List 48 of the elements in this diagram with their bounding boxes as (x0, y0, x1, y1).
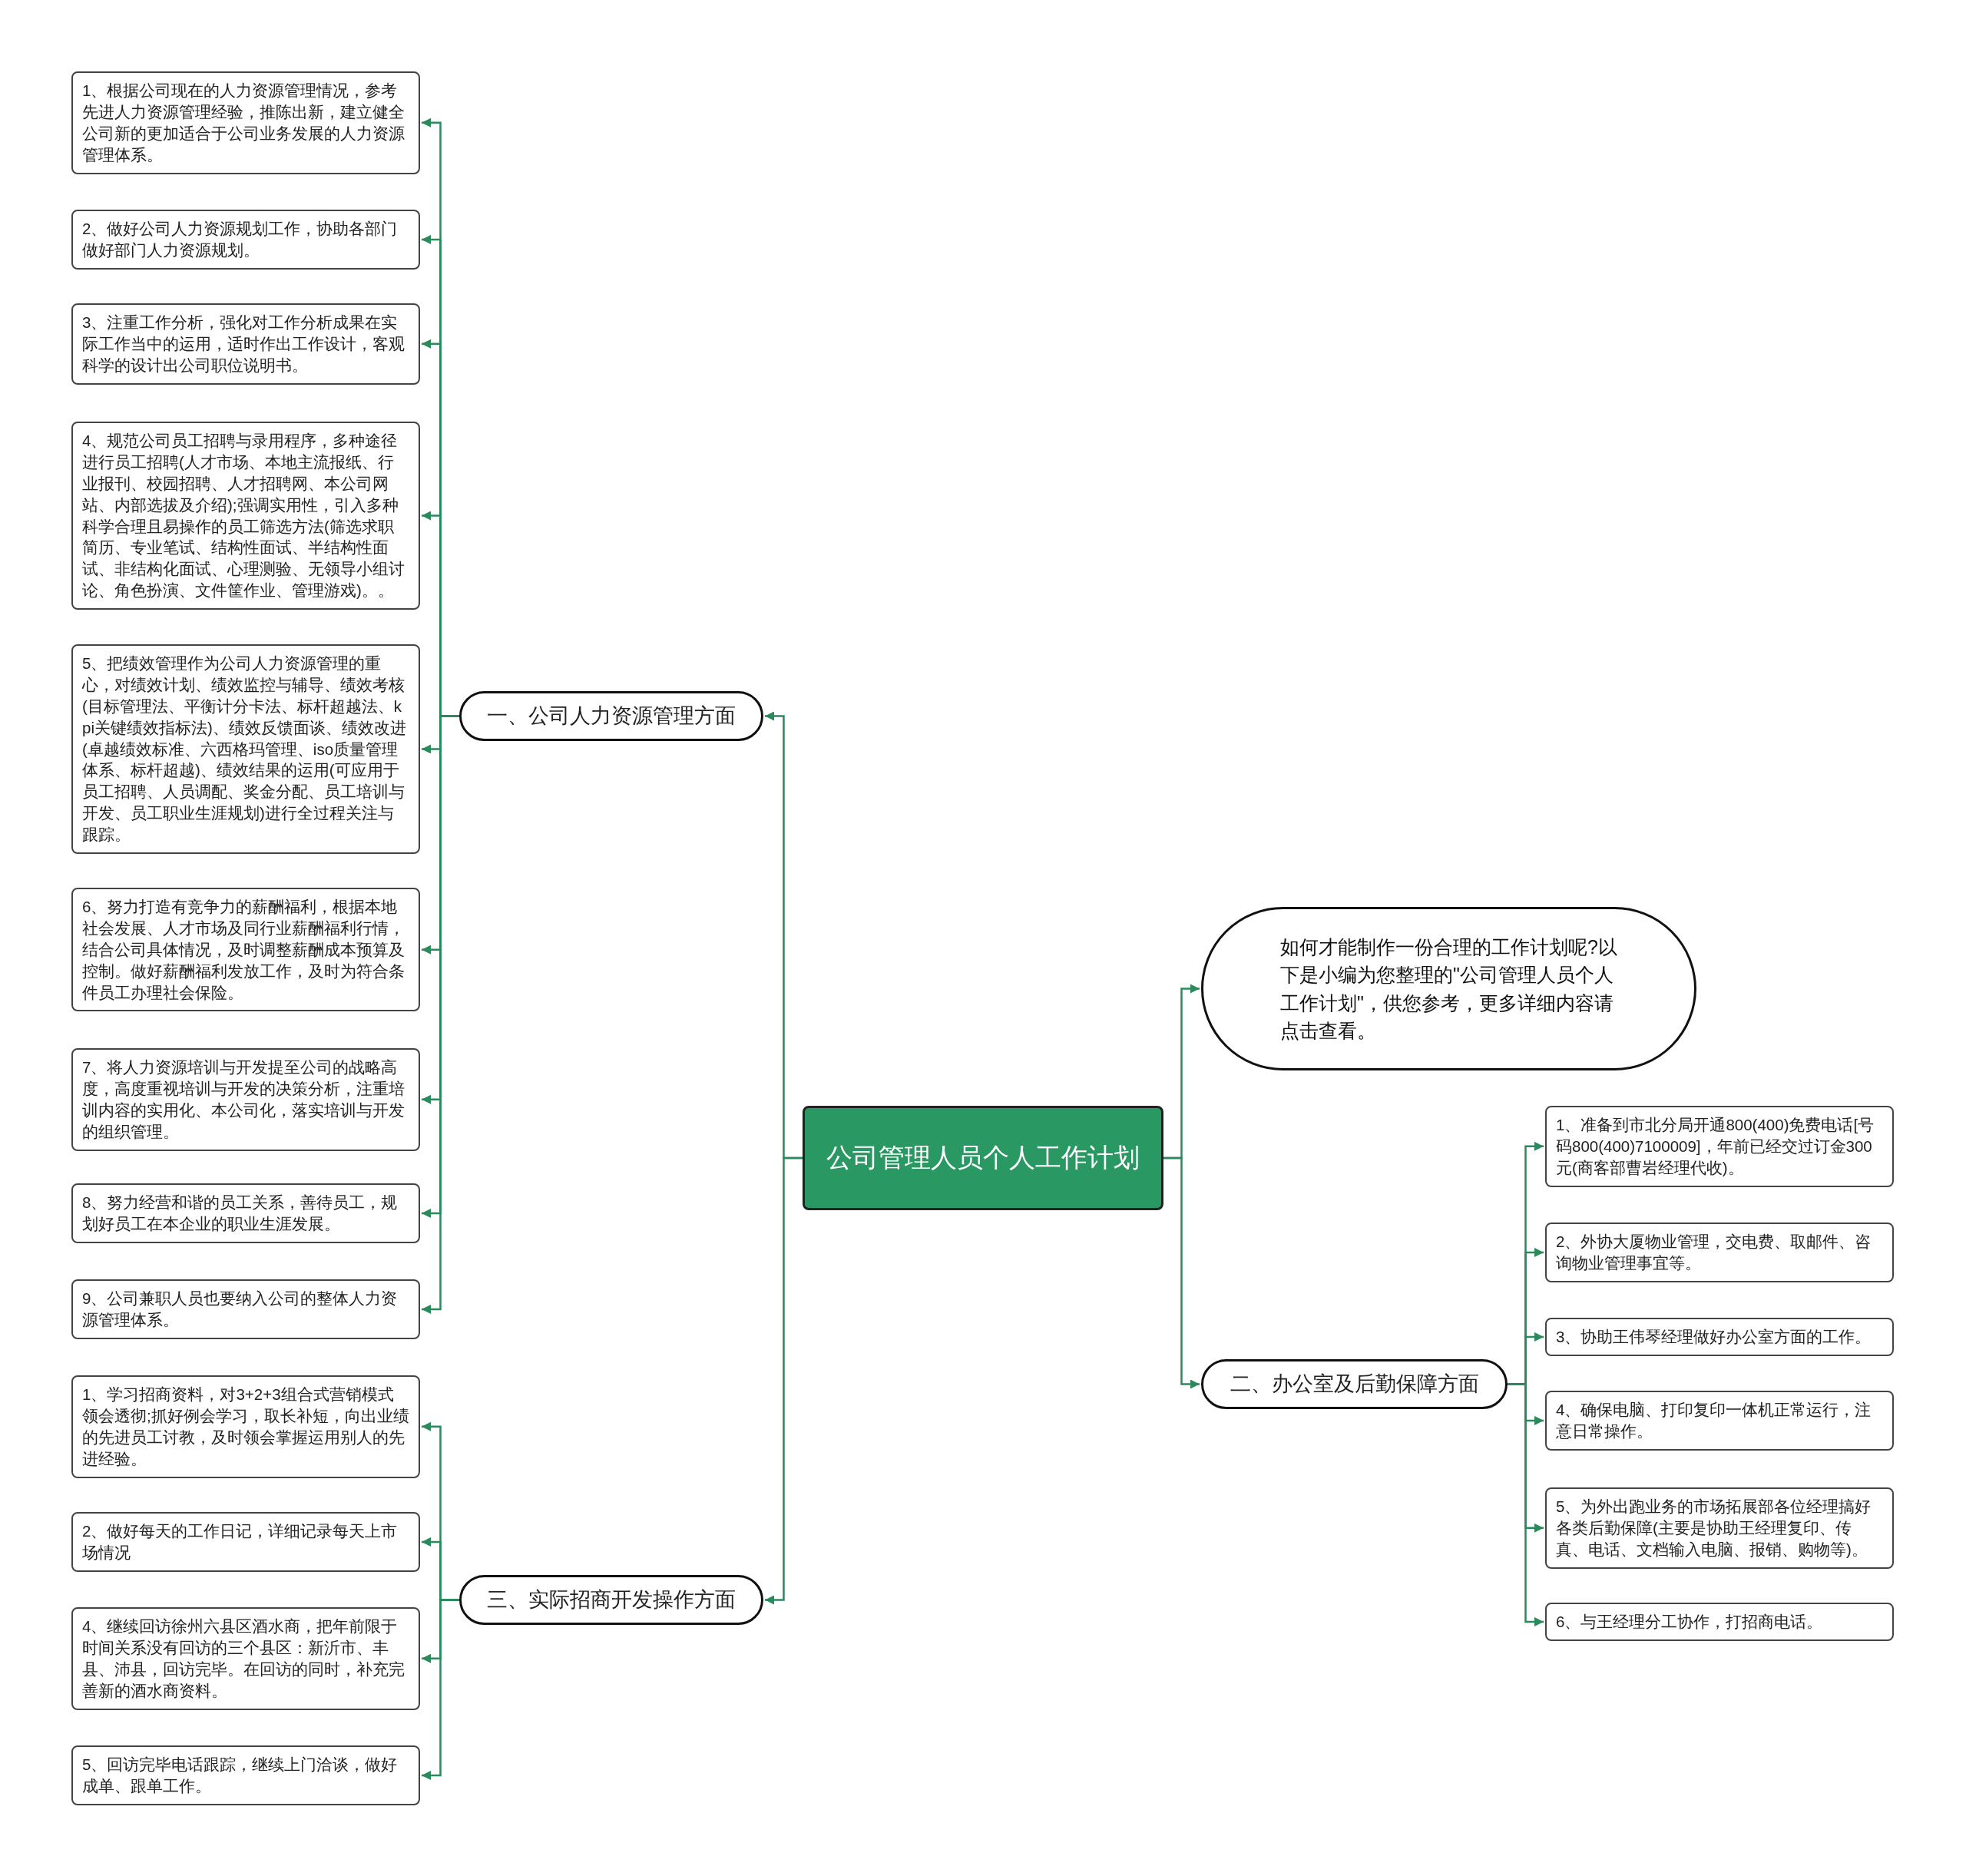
root-topic-box (803, 1106, 1163, 1210)
item-card (71, 303, 420, 385)
item-text: 3、注重工作分析，强化对工作分析成果在实际工作当中的运用，适时作出工作设计，客观科学的设计出公司职位说明书。 (82, 313, 405, 376)
item-text: 1、学习招商资料，对3+2+3组合式营销模式领会透彻;抓好例会学习，取长补短，向出业绩的先进员工讨教，及时领会掌握运用别人的先进经验。 (82, 1385, 409, 1469)
intro-text: 如何才能制作一份合理的工作计划呢?以下是小编为您整理的"公司管理人员个人工作计划"，供您参考，更多详细内容请点击查看。 (1280, 935, 1617, 1043)
item-text: 1、准备到市北分局开通800(400)免费电话[号码800(400)7100009]，年前已经交过订金300元(商客部曹岩经理代收)。 (1556, 1115, 1875, 1178)
item-text: 4、确保电脑、打印复印一体机正常运行，注意日常操作。 (1556, 1400, 1872, 1441)
connector-arrow (422, 1599, 459, 1780)
connector-arrow (765, 1156, 803, 1605)
item-card (71, 1183, 420, 1243)
item-card (71, 422, 420, 610)
item-text: 1、根据公司现在的人力资源管理情况，参考先进人力资源管理经验，推陈出新，建立健全公司新的更加适合于公司业务发展的人力资源管理体系。 (82, 81, 405, 165)
item-card (71, 1607, 420, 1710)
item-card (71, 888, 420, 1012)
item-card (1545, 1487, 1894, 1569)
item-card (71, 1745, 420, 1805)
item-text: 4、继续回访徐州六县区酒水商，把年前限于时间关系没有回访的三个县区：新沂市、丰县、沛县，回访完毕。在回访的同时，补充完善新的酒水商资料。 (82, 1616, 405, 1701)
branch-topic-text: 一、公司人力资源管理方面 (487, 703, 736, 730)
connector-arrow (1508, 1383, 1544, 1626)
item-card (71, 644, 420, 854)
item-card (1545, 1223, 1894, 1282)
item-text: 9、公司兼职人员也要纳入公司的整体人力资源管理体系。 (82, 1289, 399, 1330)
item-text: 8、努力经营和谐的员工关系，善待员工，规划好员工在本企业的职业生涯发展。 (82, 1193, 399, 1234)
item-text: 5、为外出跑业务的市场拓展部各位经理搞好各类后勤保障(主要是协助王经理复印、传真、电话、文档输入电脑、报销、购物等)。 (1556, 1497, 1872, 1560)
root-topic-text: 公司管理人员个人工作计划 (826, 1142, 1140, 1174)
item-card (71, 210, 420, 270)
connector-arrow (1163, 1156, 1200, 1389)
item-text: 6、与王经理分工协作，打招商电话。 (1556, 1612, 1824, 1632)
branch-topic-text: 三、实际招商开发操作方面 (487, 1587, 736, 1613)
item-text: 5、回访完毕电话跟踪，继续上门洽谈，做好成单、跟单工作。 (82, 1755, 399, 1796)
item-text: 4、规范公司员工招聘与录用程序，多种途径进行员工招聘(人才市场、本地主流报纸、行业报刊、校园招聘、人才招聘网、本公司网站、内部选拔及介绍);强调实用性，引入多种科学合理且易操作的员工筛选方法(筛选求职简历、专业笔试、结构性面试、半结构性面试、非结构化面试、心理测验、无领导小组讨论、角色扮演、文件筐作业、管理游戏)。。 (82, 431, 405, 601)
item-text: 3、协助王伟琴经理做好办公室方面的工作。 (1556, 1327, 1872, 1347)
item-card (1545, 1603, 1894, 1641)
item-card (71, 1512, 420, 1572)
item-card (1545, 1106, 1894, 1187)
item-card (71, 1279, 420, 1339)
item-text: 2、做好公司人力资源规划工作，协助各部门做好部门人力资源规划。 (82, 219, 399, 260)
branch-topic-text: 二、办公室及后勤保障方面 (1230, 1371, 1479, 1398)
item-text: 6、努力打造有竞争力的薪酬福利，根据本地社会发展、人才市场及同行业薪酬福利行情，结合公司具体情况，及时调整薪酬成本预算及控制。做好薪酬福利发放工作，及时为符合条件员工办理社会保险。 (82, 897, 405, 1003)
item-card (71, 1375, 420, 1478)
item-text: 7、将人力资源培训与开发提至公司的战略高度，高度重视培训与开发的决策分析，注重培训内容的实用化、本公司化，落实培训与开发的组织管理。 (82, 1057, 405, 1142)
item-text: 2、做好每天的工作日记，详细记录每天上市场情况 (82, 1521, 399, 1563)
item-card (1545, 1318, 1894, 1356)
item-text: 2、外协大厦物业管理，交电费、取邮件、咨询物业管理事宜等。 (1556, 1232, 1872, 1273)
item-card (71, 71, 420, 174)
item-card (1545, 1391, 1894, 1451)
item-text: 5、把绩效管理作为公司人力资源管理的重心，对绩效计划、绩效监控与辅导、绩效考核(目标管理法、平衡计分卡法、标杆超越法、kpi关键绩效指标法)、绩效反馈面谈、绩效改进(卓越绩效标准、六西格玛管理、iso质量管理体系、标杆超越)、绩效结果的运用(可应用于员工招聘、人员调配、奖金分配、员工培训与开发、员工职业生涯规划)进行全过程关注与跟踪。 (82, 653, 407, 845)
item-card (71, 1048, 420, 1151)
